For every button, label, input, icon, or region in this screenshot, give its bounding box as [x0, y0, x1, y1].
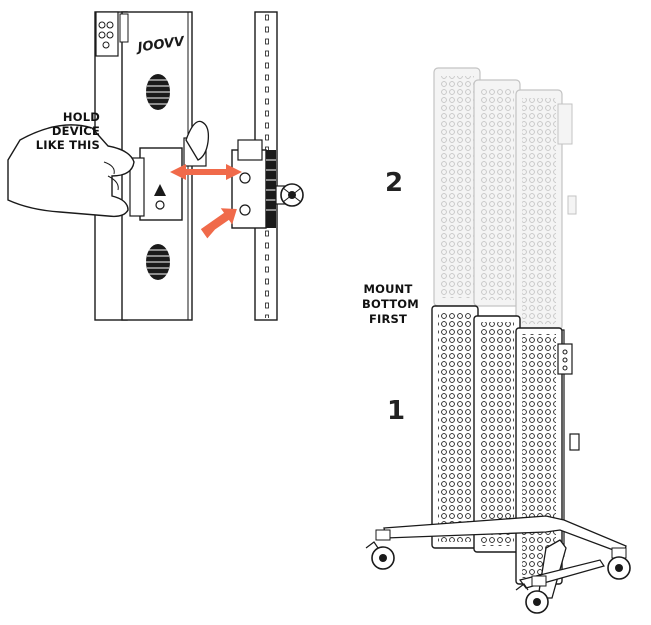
- stand-assembly: [365, 67, 631, 614]
- brand-logo: JOOVV: [134, 34, 186, 56]
- knob-icon: [275, 183, 304, 207]
- closeup-inset: JOOVV: [7, 11, 304, 321]
- fan-grille-top: [146, 74, 170, 110]
- caster-wheel-icon: [515, 575, 549, 614]
- fan-grille-bottom: [146, 244, 170, 280]
- hold-device-line2: LIKE THIS: [35, 138, 100, 152]
- step-number-2: 2: [385, 168, 404, 198]
- mount-line1: MOUNT: [363, 282, 413, 296]
- arrow-icon: [170, 164, 242, 180]
- step-number-1: 1: [387, 396, 406, 426]
- mount-bottom-first-label: MOUNT BOTTOM FIRST: [362, 282, 419, 327]
- caster-wheel-icon: [365, 529, 395, 570]
- arrow-icon: [200, 208, 237, 239]
- mount-line3: FIRST: [368, 312, 408, 326]
- hold-device-line1: HOLD DEVICE: [51, 110, 100, 138]
- caster-wheel-icon: [607, 547, 631, 580]
- mount-line2: BOTTOM: [362, 297, 419, 311]
- hand-icon: [7, 124, 135, 218]
- stand-base: [383, 515, 627, 599]
- hold-device-label: HOLD DEVICE LIKE THIS: [18, 110, 100, 152]
- control-panel: [557, 343, 573, 375]
- hand-icon: [185, 120, 210, 161]
- panel-group-top-ghost: [433, 67, 577, 331]
- rail-bracket: [231, 139, 276, 229]
